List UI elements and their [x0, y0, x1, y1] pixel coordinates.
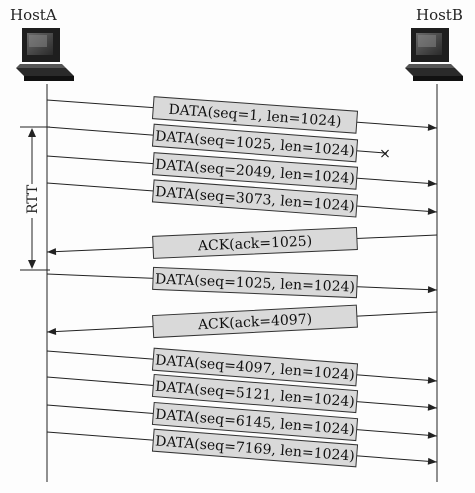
message-6: DATA(seq=1025, len=1024): [46, 266, 438, 299]
message-5: ACK(ack=1025): [46, 226, 438, 259]
arrowhead-icon: [47, 248, 57, 256]
rtt-bracket: RTT: [20, 126, 50, 271]
message-9: DATA(seq=5121, len=1024): [46, 373, 438, 414]
message-4: DATA(seq=3073, len=1024): [46, 179, 438, 218]
arrowhead-icon: [47, 328, 57, 336]
message-box: ACK(ack=1025): [152, 226, 358, 259]
host-b-computer-icon: [405, 28, 463, 81]
host-b-label: HostB: [416, 6, 463, 24]
arrowhead-icon: [427, 179, 437, 187]
message-11: DATA(seq=7169, len=1024): [46, 428, 438, 468]
arrowhead-icon: [427, 123, 437, 131]
arrowhead-icon: [427, 207, 437, 215]
host-a-computer-icon: [16, 28, 74, 81]
arrowhead-icon: [427, 431, 437, 439]
arrowhead-icon: [427, 403, 437, 411]
message-box: DATA(seq=1025, len=1024): [152, 266, 358, 299]
message-label: ACK(ack=4097): [197, 311, 313, 333]
loss-marker-icon: ×: [379, 146, 391, 162]
arrowhead-icon: [427, 457, 437, 465]
arrowhead-icon: [427, 376, 437, 384]
arrowhead-icon: [427, 286, 437, 294]
message-10: DATA(seq=6145, len=1024): [46, 401, 438, 442]
message-box: DATA(seq=3073, len=1024): [151, 179, 359, 218]
message-8: DATA(seq=4097, len=1024): [46, 347, 438, 387]
host-a-label: HostA: [10, 6, 57, 24]
message-label: ACK(ack=1025): [197, 233, 313, 254]
message-7: ACK(ack=4097): [46, 304, 438, 339]
message-list: DATA(seq=1, len=1024) DATA(seq=1025, len=…: [46, 96, 438, 468]
rtt-label: RTT: [25, 184, 41, 214]
message-1: DATA(seq=1, len=1024): [46, 96, 438, 134]
message-box: ACK(ack=4097): [152, 304, 358, 339]
